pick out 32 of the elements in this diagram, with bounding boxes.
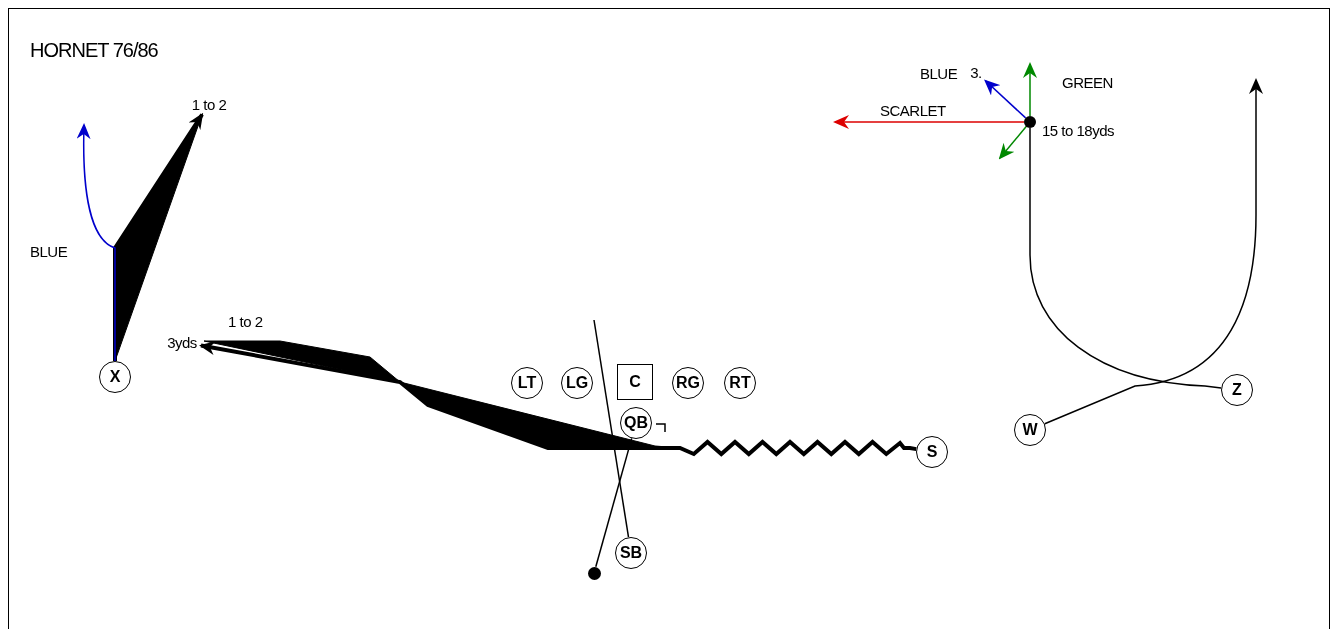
route-label: 1 to 2 bbox=[228, 314, 263, 329]
player-circle: LG bbox=[561, 367, 593, 399]
route-label: 1 to 2 bbox=[186, 95, 232, 113]
center-box: C bbox=[617, 364, 653, 400]
player-circle: RT bbox=[724, 367, 756, 399]
route-label: GREEN bbox=[1062, 75, 1113, 90]
route-end-dot bbox=[1024, 116, 1036, 128]
player-circle: Z bbox=[1221, 374, 1253, 406]
route-label: BLUE bbox=[30, 244, 68, 259]
route-label: BLUE bbox=[920, 66, 958, 81]
route-label: 3. bbox=[968, 63, 984, 81]
player-circle: QB bbox=[620, 407, 652, 439]
option-arrow bbox=[833, 115, 1025, 129]
player-circle: W bbox=[1014, 414, 1046, 446]
player-circle: S bbox=[916, 436, 948, 468]
play-title: HORNET 76/86 bbox=[30, 40, 158, 60]
route-line bbox=[595, 437, 633, 568]
player-circle: SB bbox=[615, 537, 647, 569]
distance-label: 15 to 18yds bbox=[1042, 123, 1115, 138]
option-arrow bbox=[984, 79, 1027, 119]
route-label: 3yds bbox=[165, 333, 199, 351]
option-arrow bbox=[998, 125, 1027, 160]
route-line bbox=[593, 319, 630, 538]
route-arrow bbox=[1044, 78, 1263, 425]
option-arrow bbox=[1023, 62, 1037, 117]
route-arrow bbox=[76, 123, 116, 362]
player-circle: RG bbox=[672, 367, 704, 399]
route-label: SCARLET bbox=[880, 103, 946, 118]
ball-dot bbox=[587, 566, 601, 580]
route-line bbox=[1029, 127, 1222, 389]
player-circle: X bbox=[99, 361, 131, 393]
player-circle: LT bbox=[511, 367, 543, 399]
